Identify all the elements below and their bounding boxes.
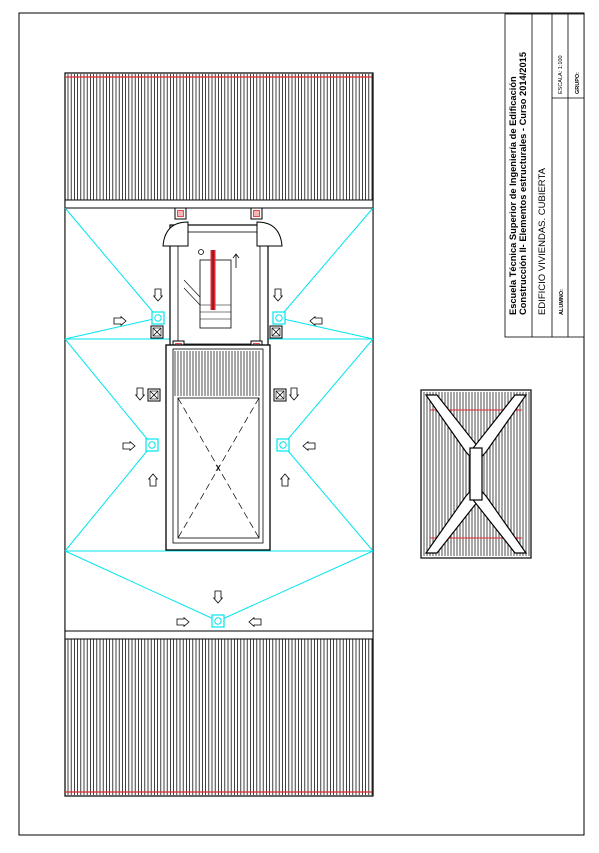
scale-label: ESCALA: 1:100 (558, 55, 564, 94)
skylight-hatch (174, 351, 260, 396)
flow-arrow-icon (212, 590, 224, 604)
hip-roof-detail (420, 389, 532, 559)
student-label: ALUMNO: (559, 289, 565, 315)
flow-arrow-icon (147, 473, 159, 487)
group-label: GRUPO: (575, 72, 581, 94)
drain-icon (151, 311, 165, 325)
vent-icon (150, 325, 164, 339)
skylight: X (165, 344, 271, 551)
slope-lines (64, 207, 374, 622)
vent-icon (269, 325, 283, 339)
flow-arrows (113, 288, 323, 628)
flow-arrow-icon (309, 315, 323, 327)
drain-icon (145, 438, 159, 452)
main-roof: X (64, 72, 374, 797)
tile-area-top (66, 74, 373, 200)
school-name: Escuela Técnica Superior de Ingeniería d… (508, 76, 518, 315)
dome-icon (162, 221, 283, 247)
parapet-bottom (64, 630, 374, 640)
flow-arrow-icon (288, 387, 300, 401)
vent-icon (273, 388, 287, 402)
flow-arrow-icon (302, 440, 316, 452)
flow-arrow-icon (279, 473, 291, 487)
sheet-frame (18, 12, 585, 836)
flow-arrow-icon (122, 440, 136, 452)
skylight-cross-label: X (215, 464, 221, 473)
vent-icon (147, 388, 161, 402)
flow-arrow-icon (134, 387, 146, 401)
drain-icons (145, 311, 290, 628)
flow-arrow-icon (176, 616, 190, 628)
course-name: Construcción II- Elementos estructurales… (518, 52, 528, 315)
vent-icons (147, 325, 287, 402)
flow-arrow-icon (248, 616, 262, 628)
flow-arrow-icon (113, 315, 127, 327)
parapet-top (64, 199, 374, 209)
hip-roof-tiles (423, 392, 530, 556)
drain-icon (272, 311, 286, 325)
drawing-title: EDIFICIO VIVIENDAS. CUBIERTA (537, 167, 548, 315)
drain-icon (276, 438, 290, 452)
flow-arrow-icon (152, 288, 164, 302)
tile-area-bottom (66, 639, 373, 795)
title-block: Escuela Técnica Superior de Ingeniería d… (504, 13, 585, 338)
flow-arrow-icon (272, 288, 284, 302)
drain-icon (211, 614, 225, 628)
